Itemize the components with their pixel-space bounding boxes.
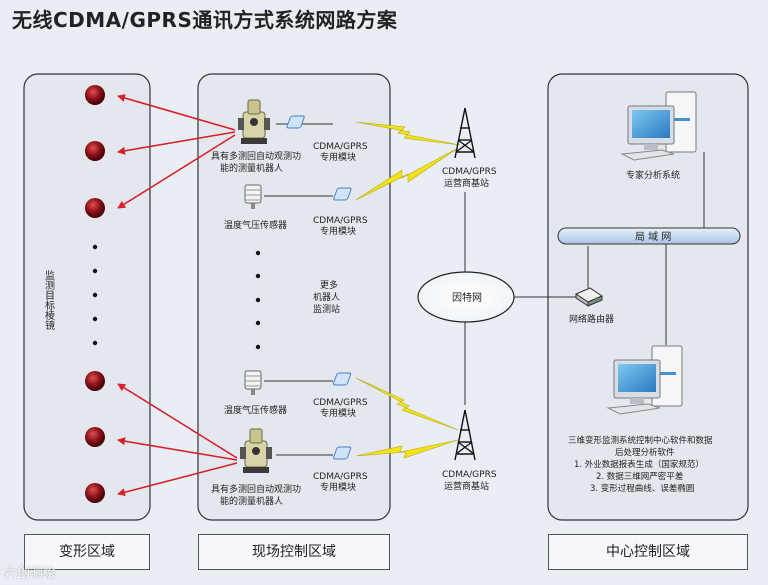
module-label-4b: 专用模块: [320, 481, 356, 493]
software-desc-line2: 后处理分析软件: [615, 447, 675, 458]
module-label-3b: 专用模块: [320, 407, 356, 419]
cdma-module-icon: [332, 372, 352, 386]
prism-icon: [85, 85, 105, 105]
more-stations-line2: 机器人: [313, 291, 340, 303]
module-label-2a: CDMA/GPRS: [313, 216, 368, 226]
cdma-module-icon: [286, 115, 305, 129]
prism-icon: [85, 427, 105, 447]
cdma-module-icon: [333, 187, 352, 201]
robot-label-top-2: 能的测量机器人: [220, 162, 283, 174]
zone-label-field: 现场控制区域: [198, 534, 390, 570]
module-label-4a: CDMA/GPRS: [313, 472, 368, 482]
prism-group-top: [85, 85, 105, 218]
device-links: [264, 123, 333, 456]
cell-tower-icon: [454, 409, 476, 461]
router-icon: [574, 287, 604, 307]
prism-icon: [85, 198, 105, 218]
cdma-module-icon: [333, 446, 352, 460]
station-label-bottom-1: CDMA/GPRS: [442, 470, 497, 480]
router-label: 网络路由器: [569, 313, 614, 325]
lan-bus: [557, 227, 741, 245]
computer-icon: [620, 91, 697, 161]
module-label-2b: 专用模块: [320, 225, 356, 237]
robot-label-bottom-2: 能的测量机器人: [220, 495, 283, 507]
internet-label: 因特网: [452, 292, 482, 304]
prism-icon: [85, 483, 105, 503]
prism-icon: [85, 141, 105, 161]
software-desc-line3: 1. 外业数据报表生成（国家规范）: [574, 459, 704, 470]
ellipsis-dots: [255, 250, 261, 350]
more-stations-line3: 监测站: [313, 303, 340, 315]
prism-icon: [85, 371, 105, 391]
page-title: 无线CDMA/GPRS通讯方式系统网路方案: [12, 8, 398, 32]
cell-tower-icon: [454, 107, 476, 159]
station-label-top-2: 运营商基站: [444, 177, 489, 189]
prism-vertical-label: 监测目标棱镜: [43, 269, 55, 331]
more-stations-line1: 更多: [320, 279, 338, 291]
station-label-bottom-2: 运营商基站: [444, 480, 489, 492]
computer-icon: [606, 345, 683, 415]
module-label-3a: CDMA/GPRS: [313, 398, 368, 408]
software-desc-line4: 2. 数据三维网严密平差: [596, 471, 683, 482]
prism-group-bottom: [85, 371, 105, 503]
measurement-arrows-top: [117, 94, 236, 209]
sensor-label-top: 温度气压传感器: [224, 219, 287, 231]
zone-label-deform: 变形区域: [24, 534, 150, 570]
robot-label-top-1: 具有多测回自动观测功: [211, 150, 301, 162]
module-label-1a: CDMA/GPRS: [313, 142, 368, 152]
lan-label: 局 域 网: [635, 230, 671, 243]
robot-label-bottom-1: 具有多测回自动观测功: [211, 483, 301, 495]
software-desc-line5: 3. 变形过程曲线、误差椭圆: [590, 483, 694, 494]
ellipsis-dots: [92, 244, 98, 346]
deform-zone-panel: [23, 73, 151, 521]
sensor-icon: [244, 370, 262, 395]
sensor-icon: [244, 184, 262, 209]
sensor-label-bottom: 温度气压传感器: [224, 404, 287, 416]
module-label-1b: 专用模块: [320, 151, 356, 163]
total-station-icon: [240, 428, 272, 473]
measurement-arrows-bottom: [117, 383, 238, 497]
watermark-text: 六创测绘: [4, 566, 57, 581]
wireless-link-icon: [355, 121, 461, 459]
total-station-icon: [238, 99, 270, 144]
station-label-top-1: CDMA/GPRS: [442, 167, 497, 177]
software-desc-line1: 三维变形监测系统控制中心软件和数据: [568, 435, 713, 446]
expert-system-label: 专家分析系统: [626, 169, 680, 181]
zone-label-center: 中心控制区域: [548, 534, 748, 570]
